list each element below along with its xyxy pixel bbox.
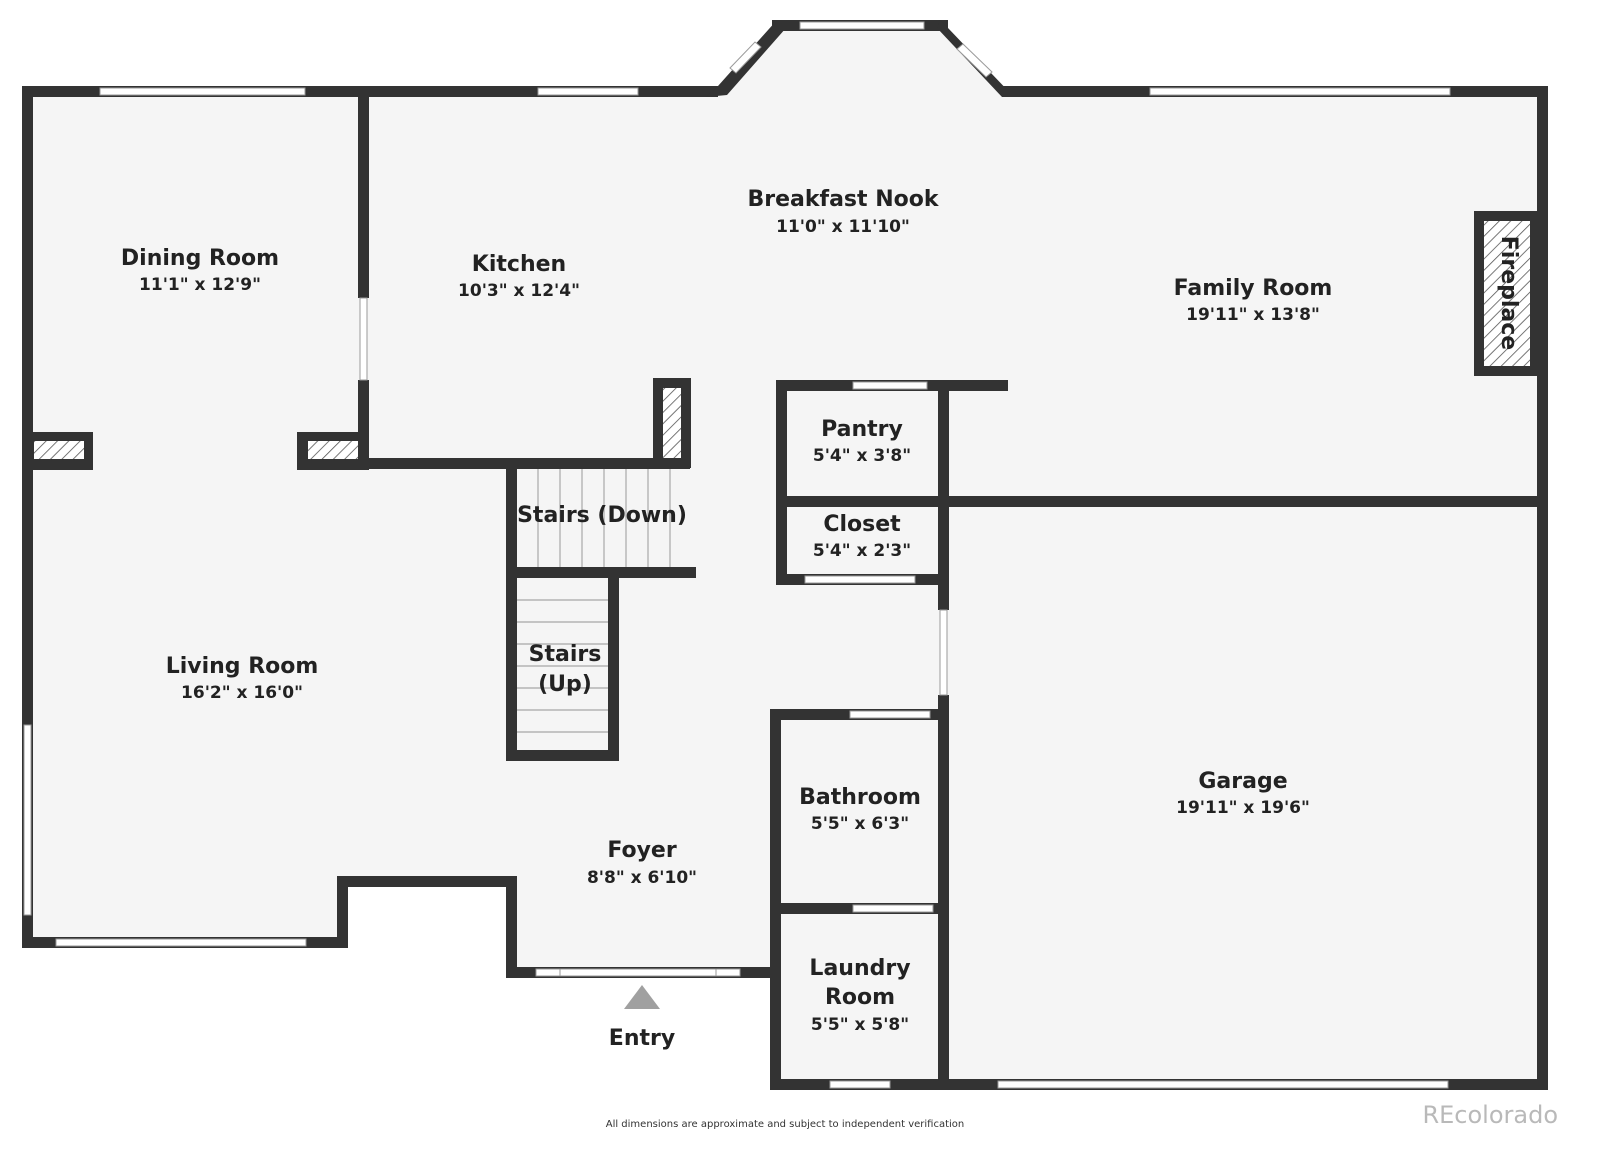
stairs-down-name: Stairs (Down) xyxy=(517,503,687,528)
bathroom-dims: 5'5" x 6'3" xyxy=(811,814,909,834)
laundry-room-name-line1: Laundry xyxy=(809,956,910,981)
living-room-dims: 16'2" x 16'0" xyxy=(181,683,303,703)
family-room-dims: 19'11" x 13'8" xyxy=(1186,305,1320,325)
breakfast-nook-dims: 11'0" x 11'10" xyxy=(776,217,910,237)
entry-arrow-icon xyxy=(624,985,660,1009)
dining-room-dims: 11'1" x 12'9" xyxy=(139,275,261,295)
closet-dims: 5'4" x 2'3" xyxy=(813,541,911,561)
door-openings xyxy=(359,297,948,913)
breakfast-nook-name: Breakfast Nook xyxy=(748,187,940,212)
pantry-name: Pantry xyxy=(821,417,903,442)
stairs-up-name-line2: (Up) xyxy=(538,672,592,697)
family-room-name: Family Room xyxy=(1174,276,1333,301)
brand-logo: REcolorado xyxy=(1422,1101,1558,1129)
living-room-name: Living Room xyxy=(166,654,319,679)
entry-label: Entry xyxy=(609,1026,675,1051)
fireplace-label: Fireplace xyxy=(1496,236,1521,350)
stairs-up-name-line1: Stairs xyxy=(529,642,602,667)
bathroom-name: Bathroom xyxy=(799,785,921,810)
room-labels: Dining Room 11'1" x 12'9" Kitchen 10'3" … xyxy=(121,187,1332,1035)
garage-name: Garage xyxy=(1198,769,1287,794)
disclaimer: All dimensions are approximate and subje… xyxy=(606,1119,965,1130)
laundry-room-name-line2: Room xyxy=(825,985,895,1010)
foyer-dims: 8'8" x 6'10" xyxy=(587,868,697,888)
stairs-down xyxy=(537,469,671,567)
columns xyxy=(26,378,691,470)
garage-dims: 19'11" x 19'6" xyxy=(1176,798,1310,818)
fireplace: Fireplace xyxy=(1474,211,1538,376)
stairs-up xyxy=(517,599,608,733)
dining-room-name: Dining Room xyxy=(121,246,279,271)
windows xyxy=(23,21,1451,1089)
closet-name: Closet xyxy=(823,512,901,537)
pantry-dims: 5'4" x 3'8" xyxy=(813,446,911,466)
laundry-room-dims: 5'5" x 5'8" xyxy=(811,1015,909,1035)
foyer-name: Foyer xyxy=(607,838,677,863)
kitchen-dims: 10'3" x 12'4" xyxy=(458,281,580,301)
kitchen-name: Kitchen xyxy=(472,252,566,277)
entry-marker: Entry xyxy=(609,985,675,1051)
